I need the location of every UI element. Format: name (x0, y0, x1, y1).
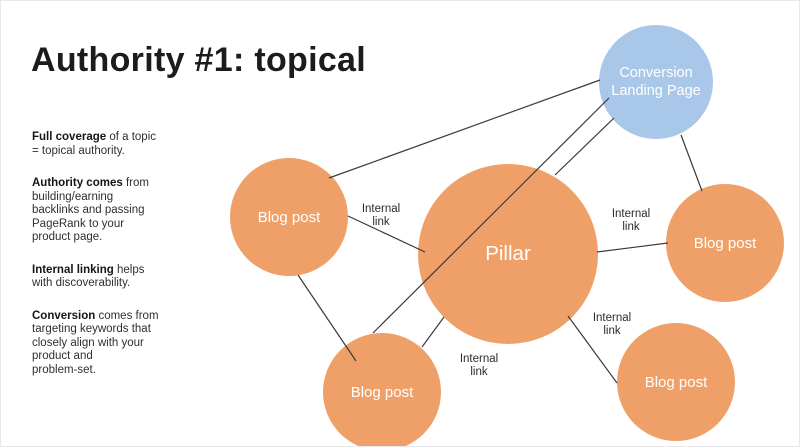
edge-pillar-blogbottommid (421, 316, 445, 348)
edge-conversion-blogright (680, 134, 703, 192)
edge-label-internal-link-bottom-right: Internal link (592, 312, 632, 337)
edge-pillar-blogright (596, 242, 669, 253)
notes-block: Full coverage of a topic = topical autho… (32, 131, 217, 396)
node-conversion-label: Conversion Landing Page (611, 64, 701, 99)
note-bold-lead: Full coverage (32, 131, 107, 143)
note-text: helps with discoverability. (32, 263, 145, 290)
node-blog-right-label: Blog post (693, 234, 757, 252)
note-bold-lead: Internal linking (32, 263, 114, 276)
edge-label-internal-link-left: Internal link (361, 203, 401, 228)
note-conversion: Conversion comes from targeting keywords… (32, 310, 217, 378)
note-text: comes from targeting keywords that close… (32, 309, 159, 376)
node-blog-post-bottom-middle: Blog post (323, 333, 441, 446)
note-authority: Authority comes from building/earning ba… (32, 177, 217, 245)
node-blog-post-bottom-right: Blog post (617, 323, 735, 441)
note-internal-linking: Internal linking helps with discoverabil… (32, 264, 217, 291)
edge-conversion-pillar (554, 117, 615, 176)
node-conversion-landing-page: Conversion Landing Page (599, 25, 713, 139)
node-blog-post-right: Blog post (666, 184, 784, 302)
edge-blogleft-conversion (328, 79, 601, 179)
note-bold-lead: Authority comes (32, 177, 123, 189)
note-bold-lead: Conversion (32, 309, 96, 322)
node-blog-left-label: Blog post (257, 208, 321, 226)
edge-label-internal-link-bottom-mid: Internal link (459, 353, 499, 378)
node-blog-bottom-mid-label: Blog post (350, 383, 414, 401)
page-title: Authority #1: topical (31, 41, 366, 79)
note-full-coverage: Full coverage of a topic = topical autho… (32, 131, 217, 158)
node-pillar-label: Pillar (485, 242, 531, 265)
note-text: from building/earning backlinks and pass… (32, 177, 149, 243)
edge-label-internal-link-right: Internal link (611, 208, 651, 233)
node-blog-bottom-right-label: Blog post (644, 373, 708, 391)
node-blog-post-left: Blog post (230, 158, 348, 276)
note-text: of a topic = topical authority. (32, 131, 157, 157)
node-pillar: Pillar (418, 164, 598, 344)
